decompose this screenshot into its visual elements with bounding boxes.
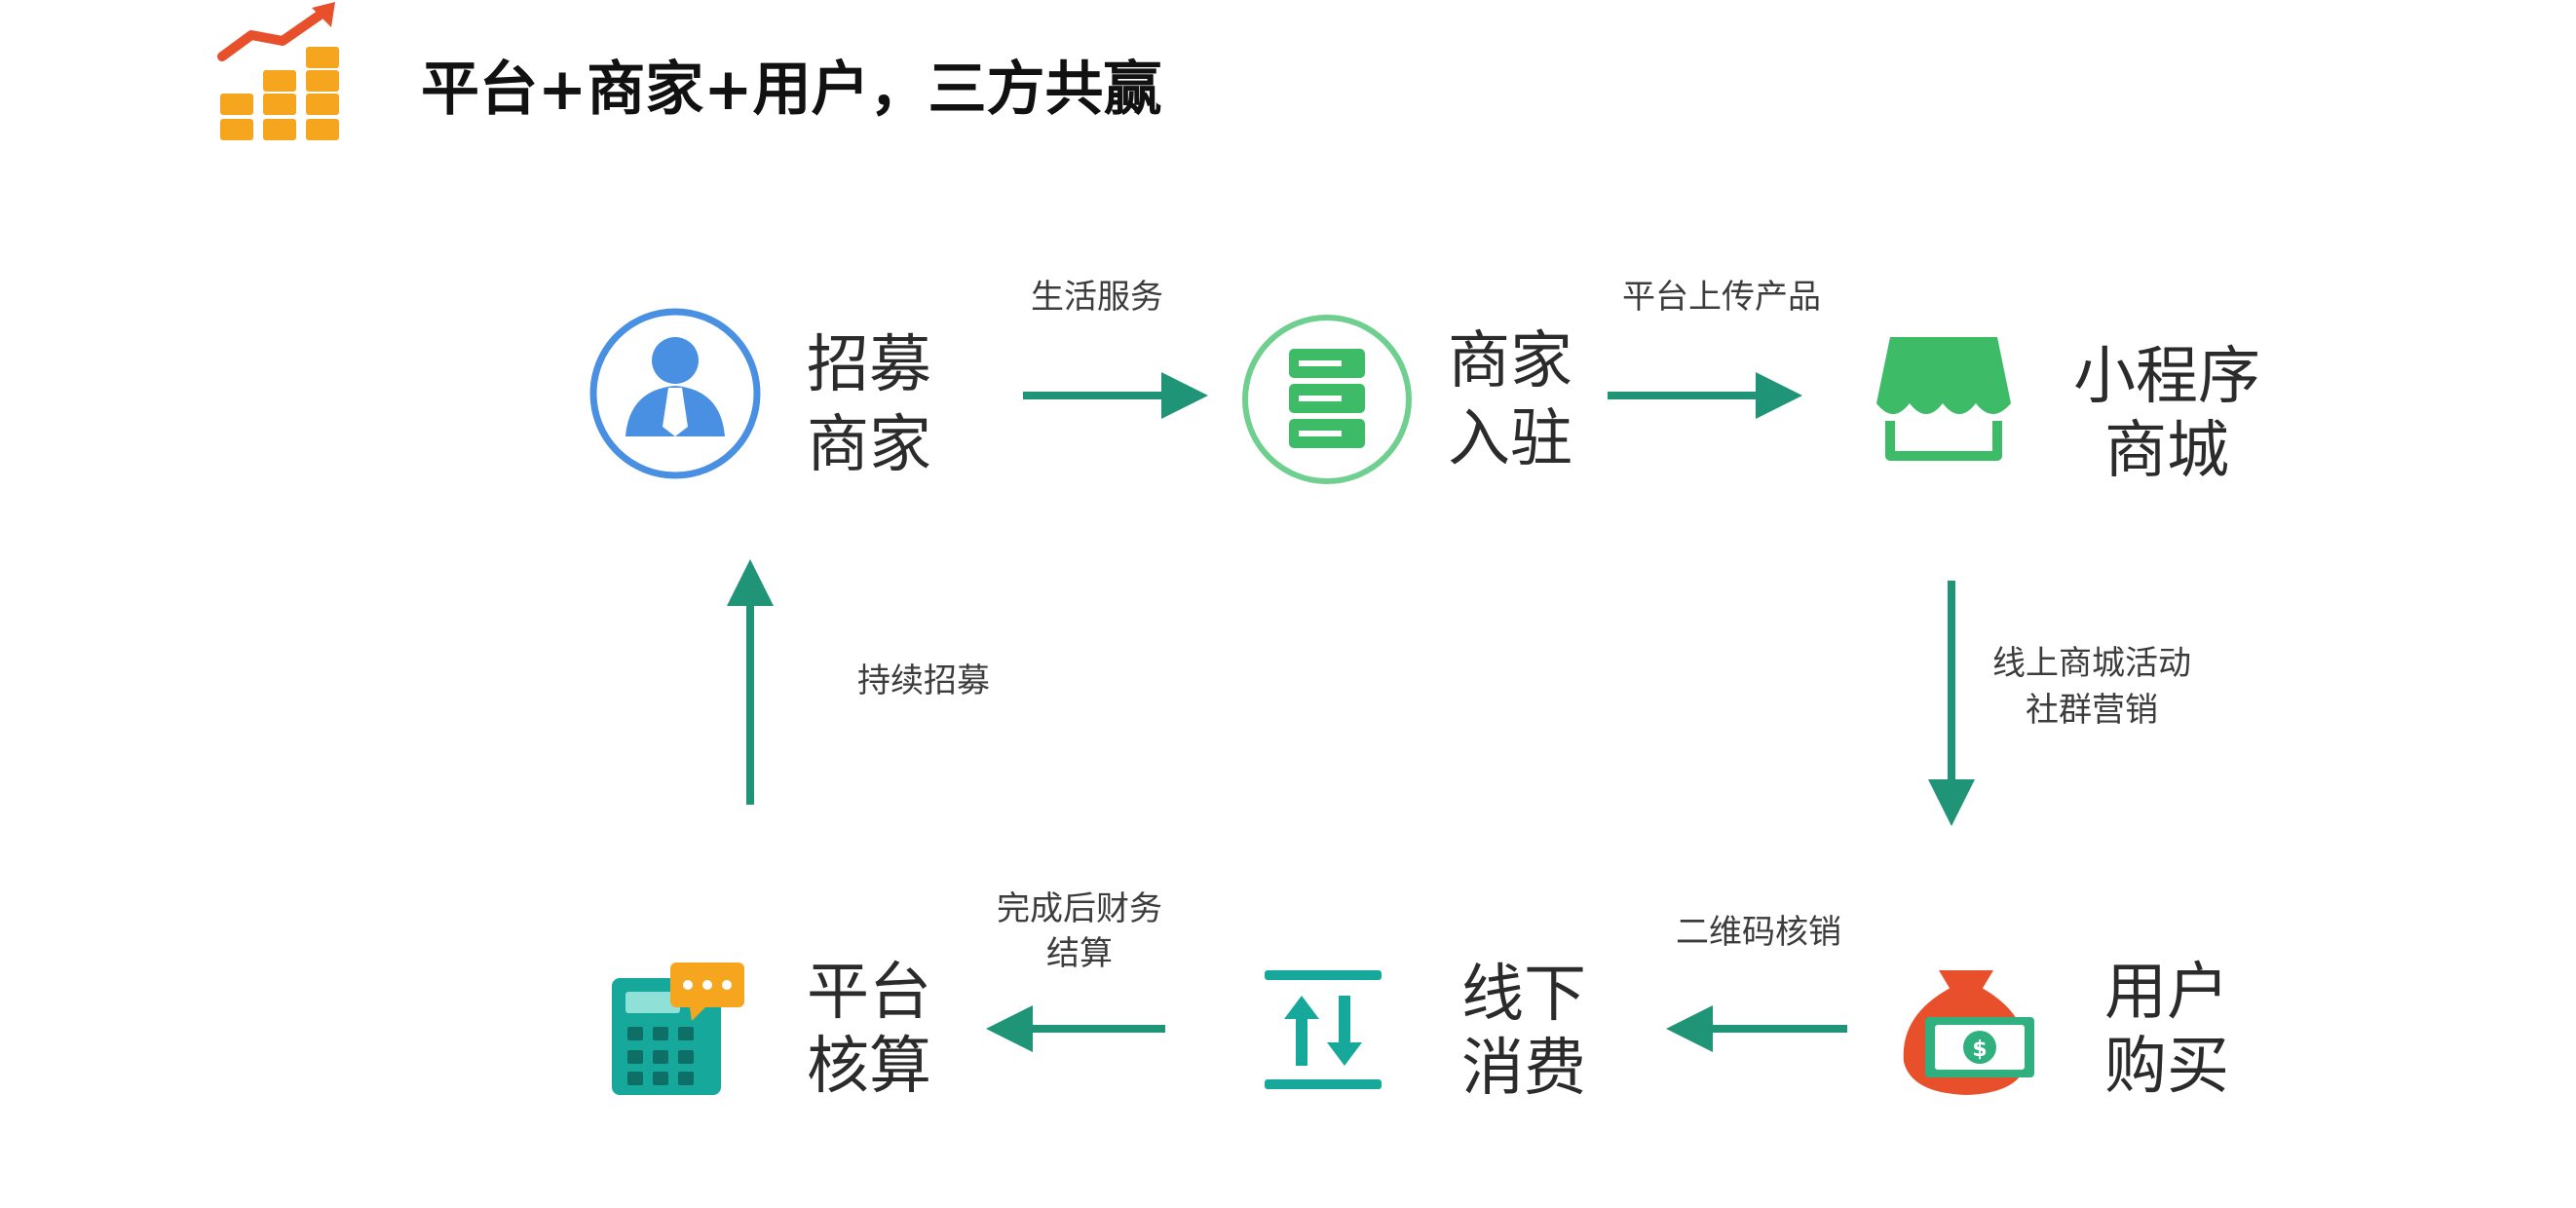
node-recruit-merchants: 招募 商家 bbox=[589, 308, 931, 481]
flow-arrows bbox=[727, 372, 1975, 1052]
node-purchase-line2: 购买 bbox=[2104, 1031, 2229, 1103]
server-icon bbox=[1242, 315, 1412, 484]
header-logo-icon bbox=[217, 2, 339, 140]
page-title: 平台+商家+用户，三方共赢 bbox=[421, 56, 1162, 124]
exchange-arrows-icon bbox=[1265, 970, 1382, 1089]
node-settle-line2: 入驻 bbox=[1448, 403, 1572, 475]
node-settlement-line1: 平台 bbox=[807, 957, 931, 1029]
edge-label-life-service: 生活服务 bbox=[1031, 278, 1163, 317]
calculator-chat-icon bbox=[612, 963, 744, 1095]
node-merchant-settle: 商家 入驻 bbox=[1242, 315, 1572, 484]
business-person-icon bbox=[589, 308, 761, 479]
edge-label-finance-after: 完成后财务 bbox=[997, 889, 1162, 928]
node-settle-line1: 商家 bbox=[1448, 325, 1572, 397]
storefront-icon bbox=[1876, 337, 2011, 461]
edge-label-community-marketing: 社群营销 bbox=[2026, 691, 2158, 730]
node-settlement-line2: 核算 bbox=[807, 1031, 931, 1103]
node-offline-consume: 线下 消费 bbox=[1265, 959, 1586, 1105]
edge-label-online-activity: 线上商城活动 bbox=[1992, 644, 2191, 683]
edge-label-settle: 结算 bbox=[1046, 934, 1113, 973]
node-platform-settlement: 平台 核算 bbox=[612, 957, 931, 1103]
edge-label-qr-verify: 二维码核销 bbox=[1676, 913, 1841, 952]
node-recruit-line1: 招募 bbox=[807, 329, 931, 401]
node-recruit-line2: 商家 bbox=[807, 409, 931, 481]
node-purchase-line1: 用户 bbox=[2104, 957, 2229, 1029]
node-user-purchase: $ 用户 购买 bbox=[1903, 957, 2229, 1103]
money-bag-icon: $ bbox=[1903, 970, 2034, 1095]
node-offline-line1: 线下 bbox=[1461, 959, 1586, 1031]
node-mini-program-mall: 小程序 商城 bbox=[1876, 337, 2260, 487]
node-mall-line2: 商城 bbox=[2104, 415, 2229, 487]
svg-text:$: $ bbox=[1972, 1038, 1987, 1062]
node-mall-line1: 小程序 bbox=[2073, 341, 2260, 413]
edge-label-upload-products: 平台上传产品 bbox=[1622, 278, 1821, 317]
edge-label-continuous-recruit: 持续招募 bbox=[857, 661, 990, 700]
node-offline-line2: 消费 bbox=[1461, 1033, 1586, 1105]
